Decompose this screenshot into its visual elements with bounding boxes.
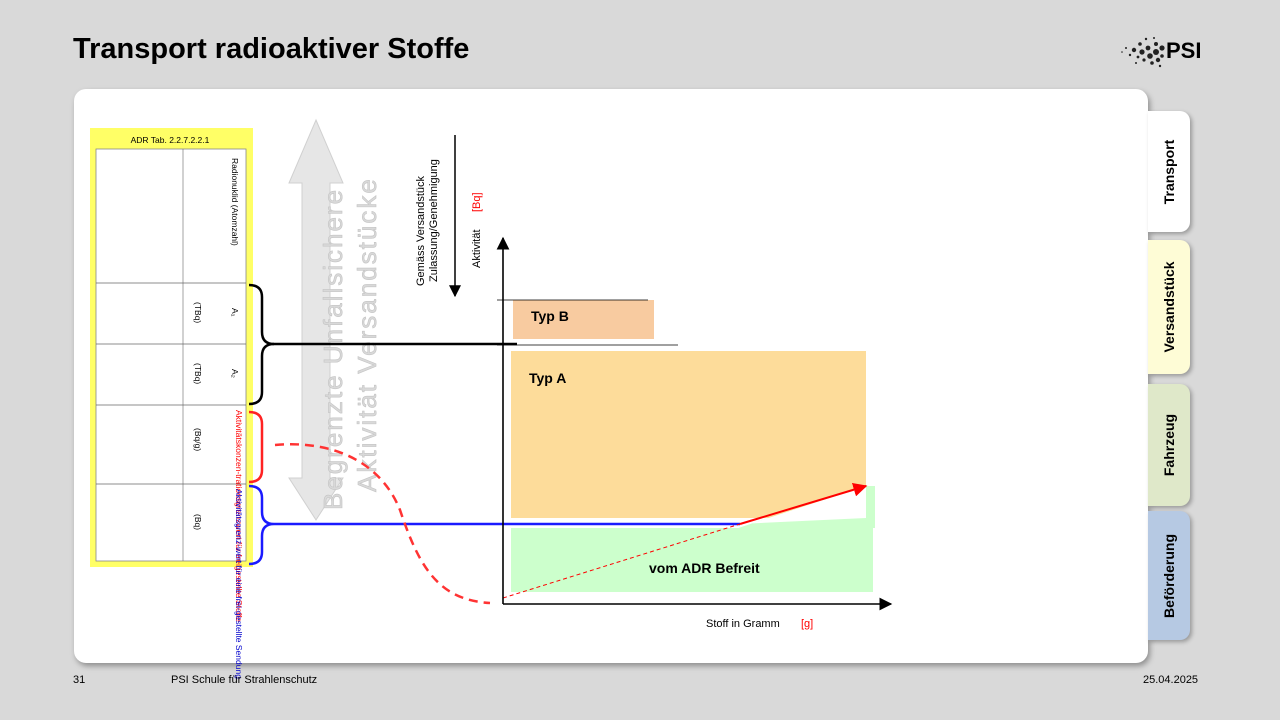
footer-page-number: 31	[73, 674, 86, 686]
adr-table: ADR Tab. 2.2.7.2.2.1 Radionuklid (Atomza…	[90, 128, 253, 679]
tab-transport[interactable]: Transport	[1148, 111, 1190, 232]
table-header-radionuclide: Radionuklid (Atomzahl)	[230, 158, 240, 246]
logo-text: PSI	[1166, 38, 1202, 63]
ylabel-unit: [Bq]	[471, 192, 483, 212]
xlabel: Stoff in Gramm	[706, 618, 780, 630]
typ-a-region	[511, 351, 866, 518]
xlabel-unit: [g]	[801, 618, 813, 630]
double-arrow-icon	[288, 118, 344, 521]
ylabel-line3: Aktivität	[471, 229, 483, 268]
typ-b-label: Typ B	[531, 308, 569, 324]
page-title: Transport radioaktiver Stoffe	[73, 33, 470, 65]
red-dashed-curve	[274, 443, 491, 605]
gap-region	[738, 470, 866, 528]
table-header-conc: Aktivitätskonzen-trationsgrenzwert für f…	[234, 410, 244, 622]
tab-versandstueck[interactable]: Versandstück	[1148, 240, 1190, 374]
footer-school: PSI Schule für Strahlenschutz	[171, 674, 318, 686]
typ-b-region	[513, 300, 654, 339]
big-arrow-label-2: Aktivität Versandstücke	[352, 177, 382, 492]
befreit-label: vom ADR Befreit	[649, 560, 760, 576]
bracket-a2	[248, 342, 275, 406]
ylabel-line2: Zulassung/Genehmigung	[428, 159, 440, 282]
bracket-a1	[248, 283, 275, 346]
table-header-a1: A₁	[230, 308, 240, 317]
red-arrow-icon	[739, 482, 868, 525]
big-arrow-label-1: Begrenzte Unfallsichere	[318, 188, 348, 510]
bracket-conc	[248, 410, 264, 484]
psi-logo-icon	[1121, 37, 1165, 68]
table-header-conc-unit: (Bq/g)	[193, 428, 203, 451]
tab-fahrzeug[interactable]: Fahrzeug	[1148, 384, 1190, 506]
table-header-limit: Aktivitätsgrenz-wert für eine frei-geste…	[234, 489, 244, 679]
ylabel-line1: Gemäss Versandstück	[415, 175, 427, 286]
table-caption: ADR Tab. 2.2.7.2.2.1	[131, 135, 210, 145]
tab-befoerderung[interactable]: Beförderung	[1148, 511, 1190, 640]
table-header-a2-unit: (TBq)	[193, 363, 203, 384]
red-dashed-line	[502, 523, 741, 599]
table-header-a1-unit: (TBq)	[193, 302, 203, 323]
typ-a-label: Typ A	[529, 370, 566, 386]
footer-date: 25.04.2025	[1143, 674, 1199, 686]
table-header-limit-unit: (Bq)	[193, 514, 203, 530]
table-header-a2: A₂	[230, 369, 240, 378]
